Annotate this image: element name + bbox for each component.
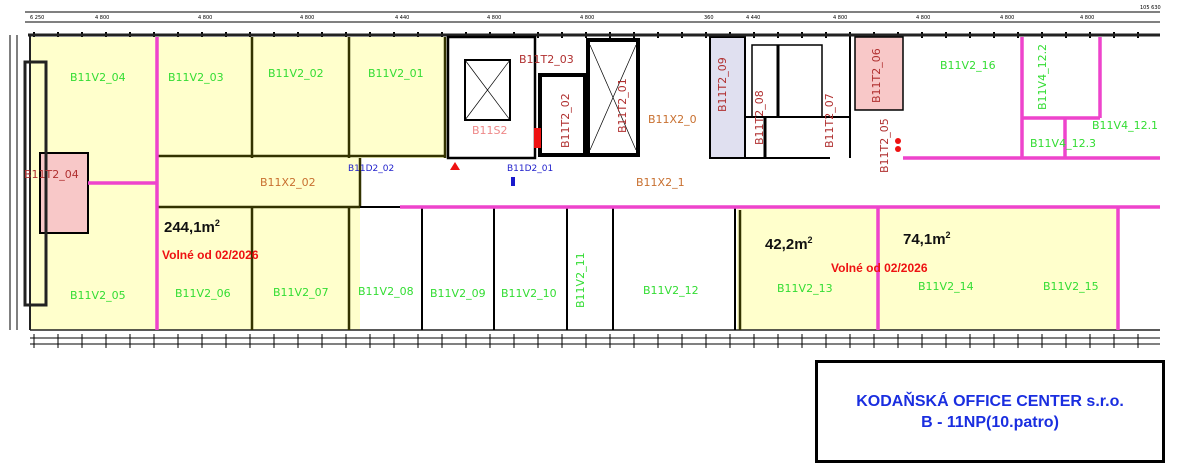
fire-equipment-icon (534, 128, 541, 148)
room-label: B11X2_0 (648, 113, 697, 126)
room-label: B11T2_05 (878, 118, 891, 173)
room-label: B11V2_03 (168, 71, 224, 84)
room-label: B11T2_07 (823, 93, 836, 148)
availability-label: Volné od 02/2026 (162, 248, 259, 262)
offer-annotations: 244,1m2 Volné od 02/2026 42,2m2 74,1m2 V… (162, 218, 951, 275)
room-label: B11V2_12 (643, 284, 699, 297)
room-label: B11V2_11 (574, 252, 587, 308)
room-label: B11V2_01 (368, 67, 424, 80)
door-label: B11D2_01 (507, 164, 553, 174)
room-label: B11T2_08 (753, 90, 766, 145)
floor-name: B - 11NP(10.patro) (921, 413, 1059, 431)
fire-extinguisher-icon (450, 162, 460, 170)
dim-label: 6 250 (30, 15, 44, 21)
dim-label: 4 800 (916, 15, 930, 21)
availability-label: Volné od 02/2026 (831, 261, 928, 275)
top-dimension-labels: 6 250 4 800 4 800 4 800 4 440 4 800 4 80… (30, 5, 1161, 21)
room-label: B11X2_1 (636, 176, 685, 189)
room-label: B11T2_09 (716, 57, 729, 112)
room-label: B11V2_16 (940, 59, 996, 72)
distribution-box-icon (511, 177, 515, 186)
dim-label: 4 800 (1080, 15, 1094, 21)
room-label: B11V4_12.2 (1036, 44, 1049, 110)
room-label: B11T2_04 (24, 168, 79, 181)
dim-label: 4 800 (95, 15, 109, 21)
dimension-lines (9, 11, 1160, 345)
area-label: 244,1m2 (164, 218, 220, 236)
dim-label: 4 800 (487, 15, 501, 21)
area-label: 42,2m2 (765, 235, 813, 253)
room-label: B11X2_02 (260, 176, 316, 189)
elevator-b11t2-04 (39, 152, 89, 234)
room-label: B11V2_04 (70, 71, 126, 84)
room-label: B11V2_06 (175, 287, 231, 300)
room-label: B11T2_01 (616, 78, 629, 133)
room-label: B11V2_05 (70, 289, 126, 302)
dim-label: 360 (704, 15, 714, 21)
room-label: B11V2_14 (918, 280, 974, 293)
room-label: B11V2_02 (268, 67, 324, 80)
walls (23, 33, 1160, 331)
room-label: B11V2_09 (430, 287, 486, 300)
dim-total: 105 630 (1140, 5, 1161, 11)
room-label: B11V2_13 (777, 282, 833, 295)
title-block: KODAŇSKÁ OFFICE CENTER s.r.o. B - 11NP(1… (815, 360, 1165, 463)
dim-label: 4 800 (198, 15, 212, 21)
company-name: KODAŇSKÁ OFFICE CENTER s.r.o. (856, 392, 1124, 410)
partitions (88, 37, 1160, 330)
area-label: 74,1m2 (903, 230, 951, 248)
room-label: B11V4_12.3 (1030, 137, 1096, 150)
dim-label: 4 800 (833, 15, 847, 21)
dim-label: 4 440 (395, 15, 409, 21)
dim-label: 4 800 (300, 15, 314, 21)
room-label: B11T2_06 (870, 48, 883, 103)
shaft-b11t2-09 (709, 36, 746, 159)
room-label: B11T2_03 (519, 53, 574, 66)
room-label: B11V2_08 (358, 285, 414, 298)
wc-b11t2-06 (854, 36, 904, 111)
dim-label: 4 800 (580, 15, 594, 21)
dim-label: 4 440 (746, 15, 760, 21)
door-label: B11D2_02 (348, 164, 394, 174)
hydrant-icon (895, 146, 901, 152)
room-label: B11S2 (472, 124, 508, 137)
dim-label: 4 800 (1000, 15, 1014, 21)
hydrant-icon (895, 138, 901, 144)
room-label: B11V2_07 (273, 286, 329, 299)
room-label: B11T2_02 (559, 93, 572, 148)
room-label: B11V2_15 (1043, 280, 1099, 293)
room-label: B11V4_12.1 (1092, 119, 1158, 132)
room-label: B11V2_10 (501, 287, 557, 300)
office-fills (30, 37, 1118, 330)
room-labels: B11V2_04 B11V2_03 B11V2_02 B11V2_01 B11V… (24, 44, 1158, 308)
